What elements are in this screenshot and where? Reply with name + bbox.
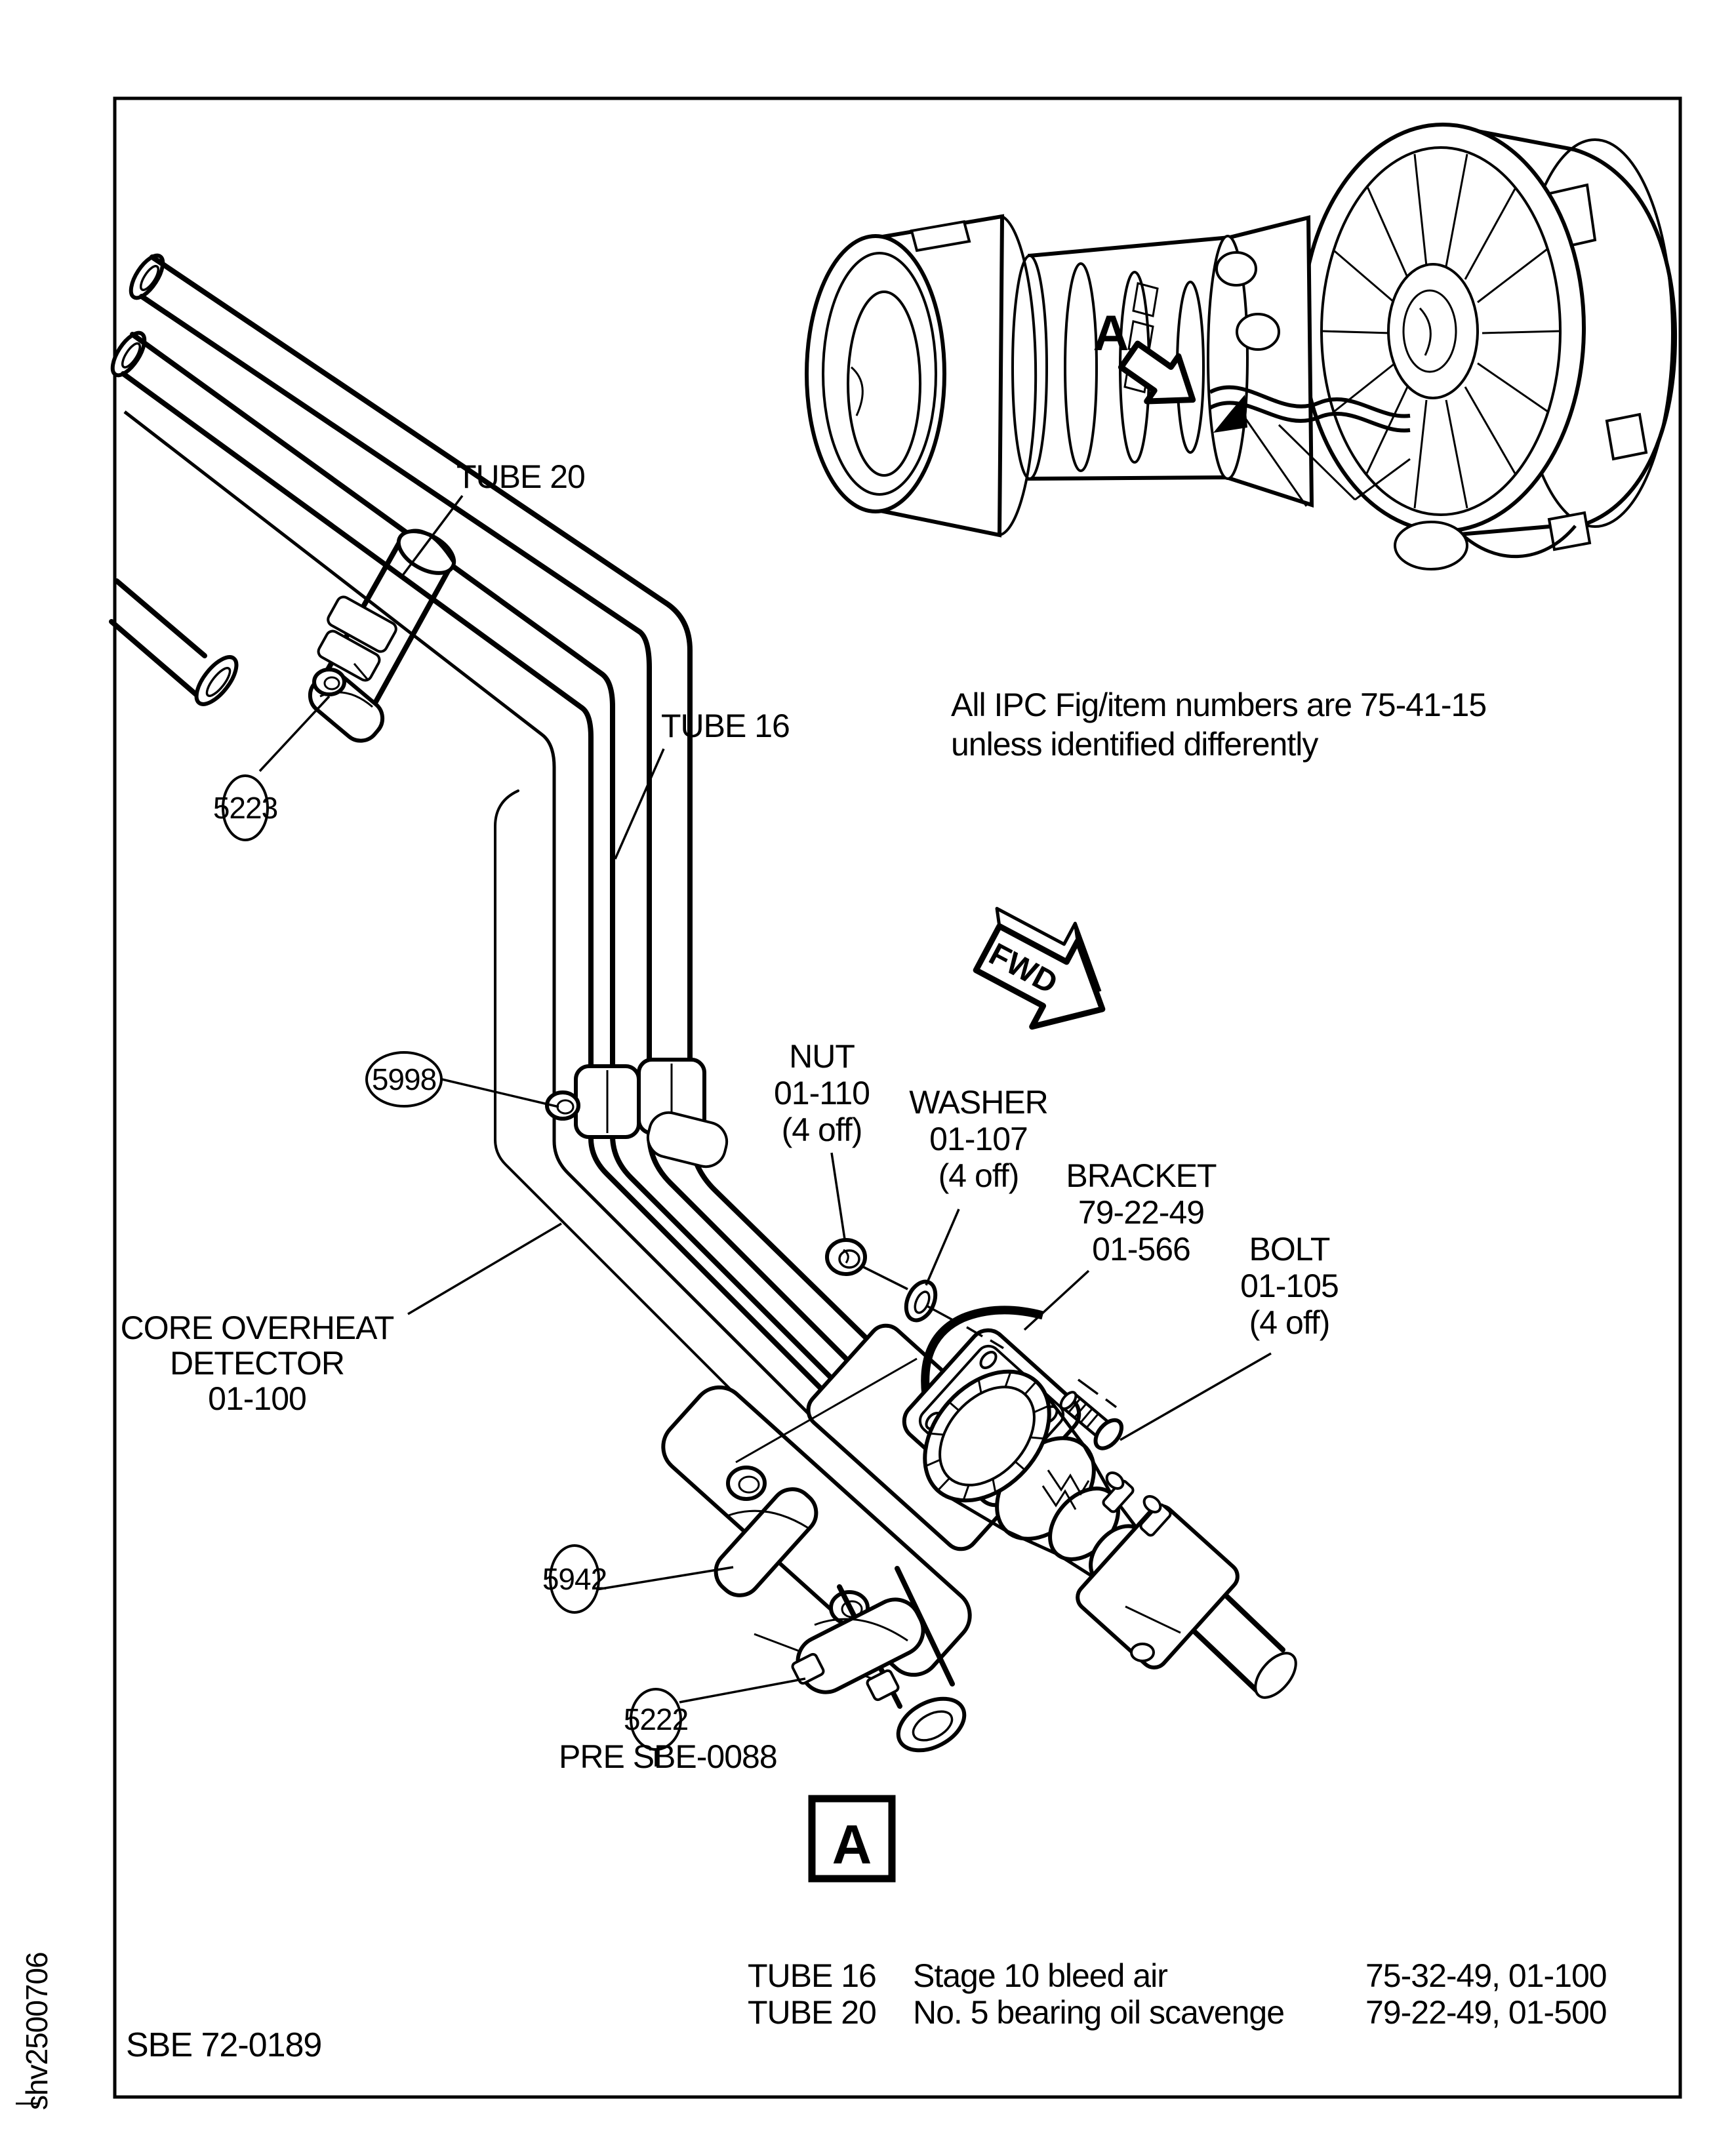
artwork-id-vertical: shv2500706 <box>20 1952 54 2110</box>
leader-lines <box>258 494 1272 1767</box>
label-bracket-name: BRACKET <box>1066 1157 1217 1194</box>
label-bolt: BOLT 01-105 (4 off) <box>1240 1231 1339 1341</box>
note-line2: unless identified differently <box>951 726 1318 763</box>
location-arrowhead-icon <box>1213 395 1247 433</box>
table-row1-ref: 75-32-49, 01-100 <box>1365 1957 1607 1994</box>
callout-5942-number: 5942 <box>542 1562 607 1596</box>
table-row1-item: TUBE 16 <box>748 1957 876 1994</box>
label-washer-qty: (4 off) <box>939 1157 1019 1194</box>
callout-5942: 5942 <box>542 1544 607 1614</box>
label-washer-item: 01-107 <box>929 1121 1028 1157</box>
label-bolt-name: BOLT <box>1249 1231 1330 1268</box>
table-row2-ref: 79-22-49, 01-500 <box>1365 1994 1607 2031</box>
note-line1: All IPC Fig/item numbers are 75-41-15 <box>951 687 1486 723</box>
engine-view-letter: A <box>1093 306 1129 361</box>
callout-5222-number: 5222 <box>624 1702 688 1736</box>
callout-5222: 5222 <box>624 1688 689 1751</box>
connector-assembly <box>902 1328 1297 1699</box>
fan-spokes <box>1322 153 1560 509</box>
engine-inset-illustration: A <box>805 123 1678 570</box>
detail-a-arrow-icon <box>1118 340 1196 405</box>
label-nut-item: 01-110 <box>774 1075 870 1111</box>
table-row1-desc: Stage 10 bleed air <box>913 1957 1167 1994</box>
label-bolt-item: 01-105 <box>1240 1268 1339 1304</box>
connector-ribs <box>925 1371 1049 1501</box>
label-nut-name: NUT <box>789 1038 855 1075</box>
clamp-5998 <box>545 1058 729 1168</box>
label-detector-line2: DETECTOR <box>170 1345 344 1382</box>
detail-box-letter: A <box>832 1814 872 1875</box>
label-washer: WASHER 01-107 (4 off) <box>909 1084 1049 1194</box>
drawing-number: SBE 72-0189 <box>126 2026 321 2064</box>
label-nut-qty: (4 off) <box>782 1111 862 1148</box>
nut-01-110 <box>825 1238 867 1276</box>
clamp-5223 <box>308 663 385 743</box>
washer-01-107 <box>904 1279 938 1323</box>
callout-5998-number: 5998 <box>372 1062 436 1096</box>
tube-reference-table: TUBE 16 Stage 10 bleed air 75-32-49, 01-… <box>748 1957 1607 2031</box>
table-row2-item: TUBE 20 <box>748 1994 876 2031</box>
label-bolt-qty: (4 off) <box>1249 1304 1330 1341</box>
label-tube20: TUBE 20 <box>456 458 585 495</box>
callout-5223: 5223 <box>213 774 278 841</box>
figure-border <box>113 96 1682 2099</box>
label-bracket-ref: 79-22-49 <box>1078 1194 1204 1231</box>
callout-5998: 5998 <box>365 1051 443 1108</box>
callout-5223-number: 5223 <box>213 791 277 825</box>
tube20-lower-run <box>791 1566 967 1753</box>
label-bracket-item: 01-566 <box>1092 1231 1190 1268</box>
label-tube16: TUBE 16 <box>661 708 790 744</box>
assembly-axis-line <box>860 1264 1118 1408</box>
detail-box-a: A <box>808 1795 896 1883</box>
table-row2-desc: No. 5 bearing oil scavenge <box>913 1994 1284 2031</box>
fwd-arrow-icon: FWD <box>973 907 1106 1030</box>
label-detector-line1: CORE OVERHEAT <box>121 1309 394 1346</box>
label-nut: NUT 01-110 (4 off) <box>774 1038 870 1148</box>
label-pre-sbe: PRE SBE-0088 <box>559 1738 777 1775</box>
label-detector-item: 01-100 <box>208 1380 306 1417</box>
label-bracket: BRACKET 79-22-49 01-566 <box>1066 1157 1217 1268</box>
label-washer-name: WASHER <box>909 1084 1048 1121</box>
bolt-01-105 <box>1059 1391 1124 1450</box>
label-core-overheat-detector: CORE OVERHEAT DETECTOR 01-100 <box>121 1309 395 1417</box>
